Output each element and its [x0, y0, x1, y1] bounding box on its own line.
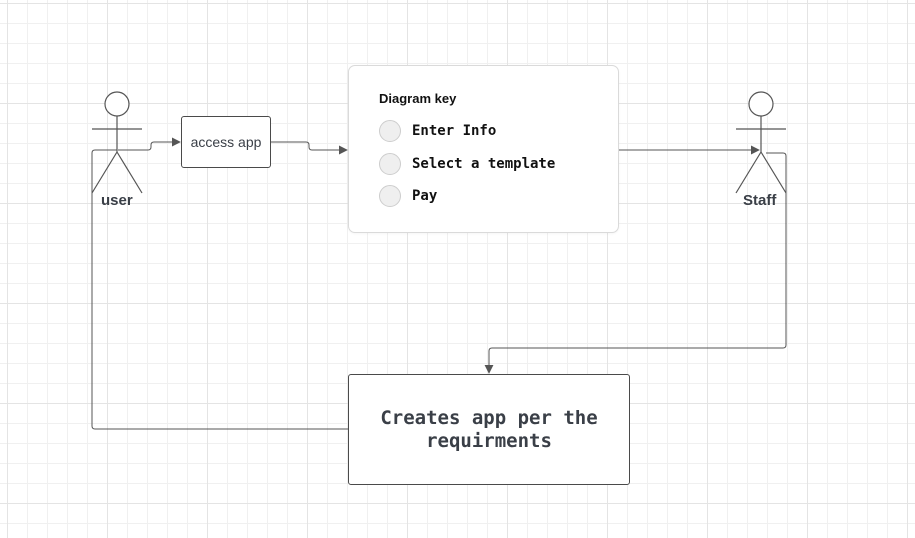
creates-app-node[interactable]: Creates app per the requirments — [348, 374, 630, 485]
diagram-key-card[interactable]: Diagram key Enter Info Select a template… — [348, 65, 619, 233]
key-item-label: Select a template — [412, 156, 556, 172]
access-app-node[interactable]: access app — [181, 116, 271, 168]
key-swatch-circle-icon — [379, 153, 401, 175]
connector-staff-to-creates-app[interactable] — [484, 152, 787, 374]
user-actor-label: user — [101, 192, 133, 209]
connector-access-app-to-key[interactable] — [271, 141, 348, 155]
staff-actor-icon[interactable] — [735, 91, 787, 194]
key-item-label: Pay — [412, 188, 438, 204]
key-swatch-circle-icon — [379, 185, 401, 207]
key-item-label: Enter Info — [412, 123, 497, 139]
staff-actor-label: Staff — [743, 192, 777, 209]
key-item-pay[interactable]: Pay — [379, 184, 437, 208]
user-actor-icon[interactable] — [91, 91, 143, 194]
diagram-key-title: Diagram key — [379, 91, 457, 106]
connector-user-to-access-app[interactable] — [118, 137, 181, 151]
key-item-select-template[interactable]: Select a template — [379, 152, 555, 176]
key-item-enter-info[interactable]: Enter Info — [379, 119, 496, 143]
key-swatch-circle-icon — [379, 120, 401, 142]
connector-creates-app-to-user[interactable] — [91, 149, 348, 430]
